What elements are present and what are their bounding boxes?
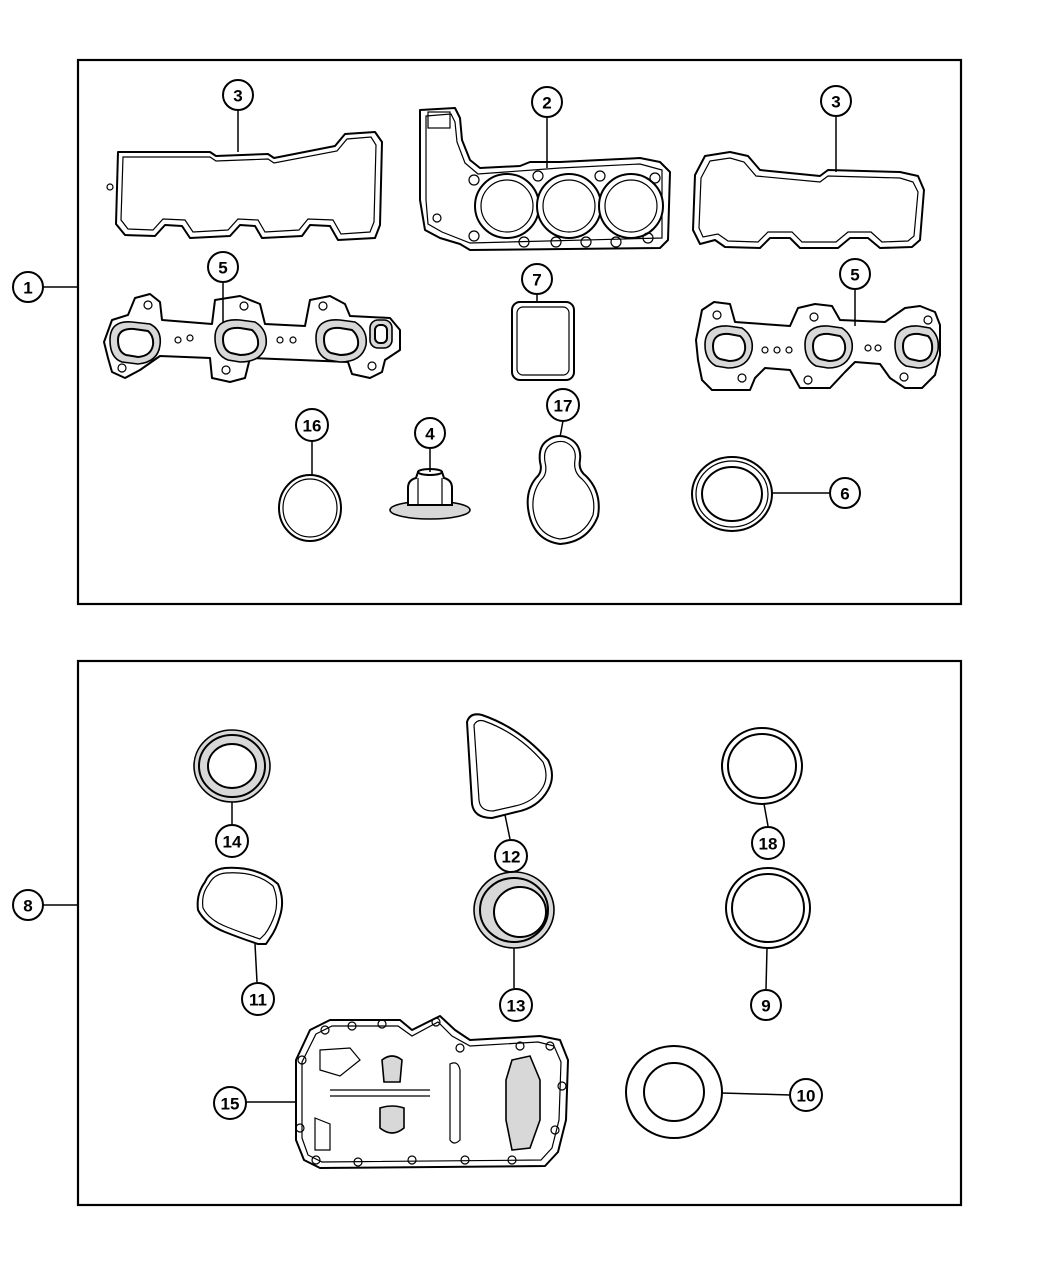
svg-text:18: 18 bbox=[759, 835, 778, 854]
svg-text:5: 5 bbox=[218, 259, 227, 278]
svg-text:10: 10 bbox=[797, 1087, 816, 1106]
callout-9: 9 bbox=[750, 989, 782, 1021]
svg-text:4: 4 bbox=[425, 425, 435, 444]
lower-gasket-kit-frame bbox=[76, 659, 963, 1207]
callout-11: 11 bbox=[241, 982, 275, 1016]
svg-text:2: 2 bbox=[542, 94, 551, 113]
svg-text:1: 1 bbox=[23, 279, 32, 298]
svg-text:7: 7 bbox=[532, 271, 541, 290]
svg-text:15: 15 bbox=[221, 1095, 240, 1114]
callout-17: 17 bbox=[546, 388, 580, 422]
callout-5-left: 5 bbox=[207, 251, 239, 283]
callout-7: 7 bbox=[521, 263, 553, 295]
o-ring-lower-right bbox=[725, 867, 811, 949]
exhaust-manifold-gasket-right bbox=[695, 301, 941, 391]
svg-text:6: 6 bbox=[840, 485, 849, 504]
callout-18: 18 bbox=[751, 826, 785, 860]
o-ring-upper-right bbox=[721, 727, 803, 805]
rectangular-gasket bbox=[511, 301, 575, 381]
svg-text:11: 11 bbox=[249, 991, 267, 1010]
callout-2: 2 bbox=[531, 86, 563, 118]
cylinder-head-gasket bbox=[419, 107, 671, 251]
callout-15: 15 bbox=[213, 1086, 247, 1120]
callout-13: 13 bbox=[499, 988, 533, 1022]
oil-seal-ring bbox=[691, 456, 773, 532]
svg-text:3: 3 bbox=[831, 93, 840, 112]
svg-text:13: 13 bbox=[507, 997, 526, 1016]
callout-10: 10 bbox=[789, 1078, 823, 1112]
callout-3-left: 3 bbox=[222, 79, 254, 111]
water-pump-gasket bbox=[526, 435, 600, 545]
svg-text:3: 3 bbox=[233, 87, 242, 106]
leader-lines bbox=[43, 110, 856, 1103]
exhaust-manifold-gasket-left bbox=[103, 293, 401, 383]
large-seal bbox=[625, 1045, 723, 1139]
svg-text:12: 12 bbox=[502, 848, 521, 867]
valve-stem-seal bbox=[389, 468, 471, 520]
o-ring-large bbox=[278, 474, 342, 542]
oil-pan-gasket bbox=[295, 1015, 569, 1169]
callout-8: 8 bbox=[12, 889, 44, 921]
thermostat-housing-gasket bbox=[466, 713, 553, 819]
svg-text:16: 16 bbox=[303, 417, 322, 436]
callout-5-right: 5 bbox=[839, 258, 871, 290]
crankshaft-seal bbox=[193, 729, 271, 803]
callout-4: 4 bbox=[414, 417, 446, 449]
callout-16: 16 bbox=[295, 408, 329, 442]
svg-text:8: 8 bbox=[23, 897, 32, 916]
rear-main-seal bbox=[473, 871, 555, 949]
timing-cover-gasket bbox=[196, 866, 284, 945]
valve-cover-gasket-right bbox=[692, 151, 925, 249]
callout-12: 12 bbox=[494, 839, 528, 873]
svg-text:9: 9 bbox=[761, 997, 770, 1016]
valve-cover-gasket-left bbox=[106, 131, 383, 241]
callout-1: 1 bbox=[12, 271, 44, 303]
callout-14: 14 bbox=[215, 824, 249, 858]
callout-3-right: 3 bbox=[820, 85, 852, 117]
svg-text:17: 17 bbox=[554, 397, 573, 416]
svg-text:5: 5 bbox=[850, 266, 859, 285]
upper-gasket-kit-frame bbox=[76, 58, 963, 606]
callout-6: 6 bbox=[829, 477, 861, 509]
svg-text:14: 14 bbox=[223, 833, 242, 852]
